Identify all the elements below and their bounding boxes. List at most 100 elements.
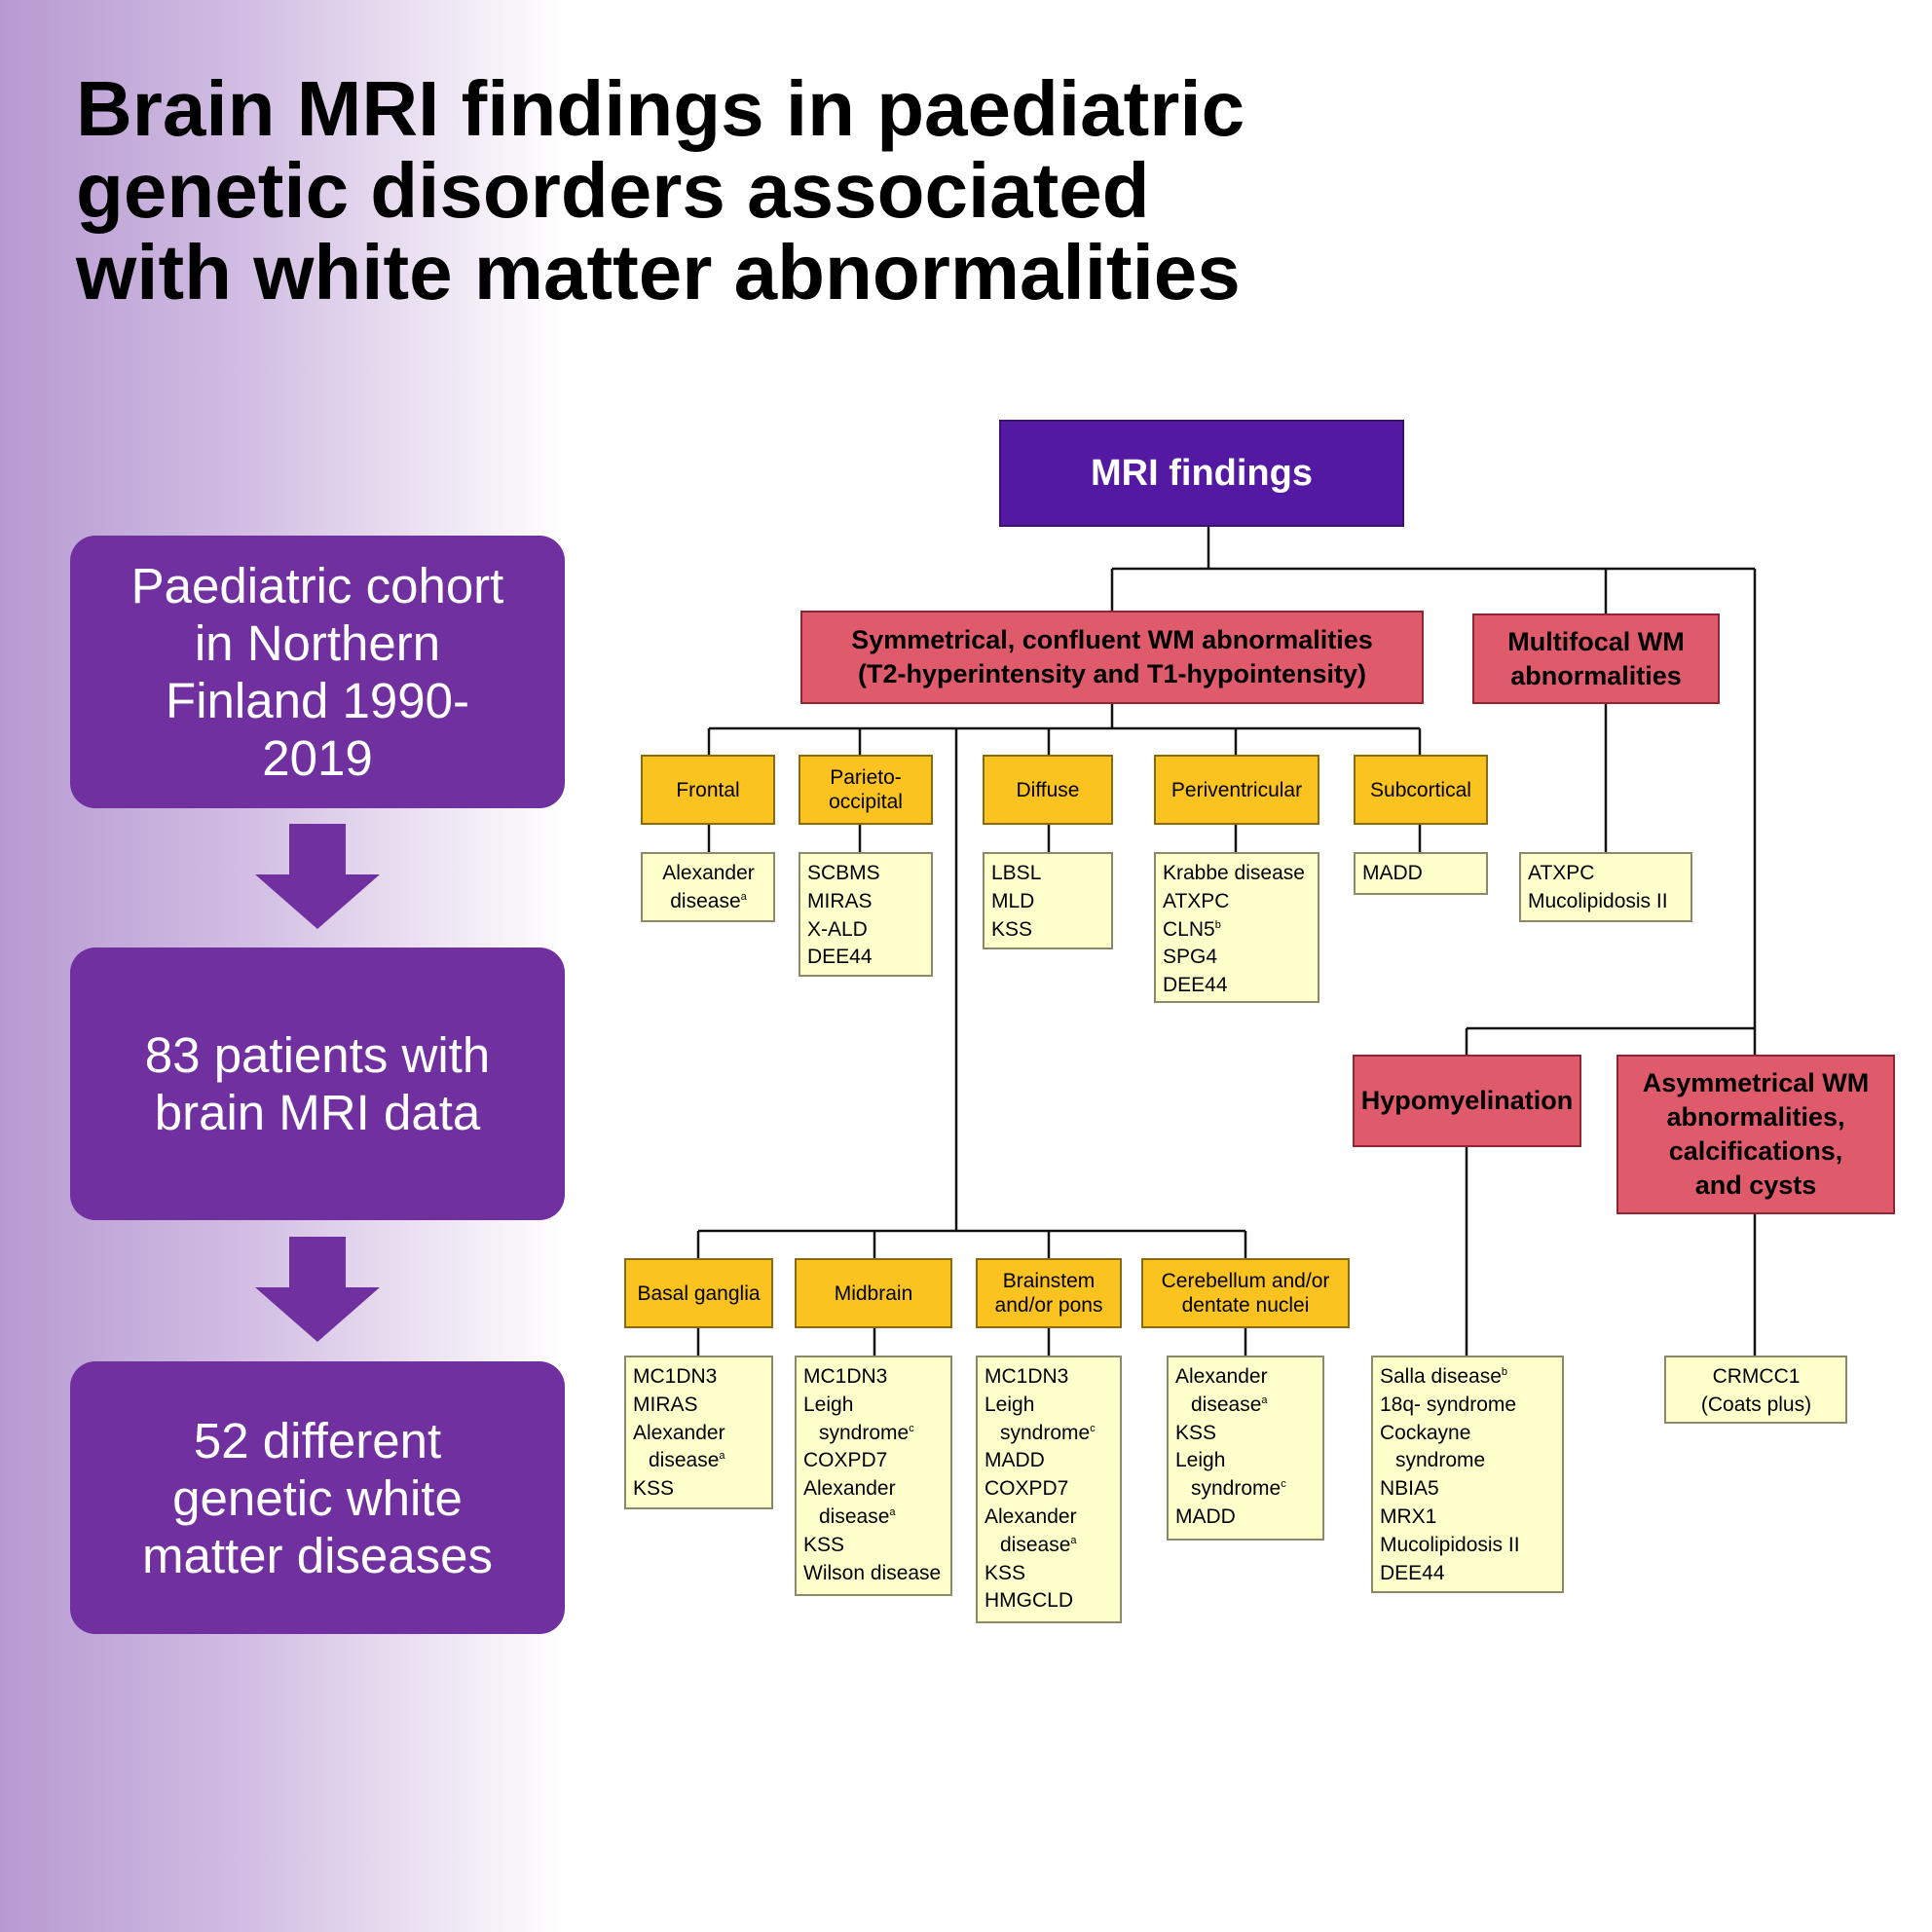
disease-name: HMGCLD <box>985 1589 1074 1613</box>
disease-item: ATXPC <box>1528 860 1685 888</box>
disease-item: Mucolipidosis II <box>1528 888 1685 916</box>
cerebellum-node: Cerebellum and/or dentate nuclei <box>1141 1258 1350 1328</box>
cerebellum-line-2: dentate nuclei <box>1181 1294 1310 1317</box>
disease-name: disease <box>1000 1533 1071 1556</box>
disease-item: Alexander <box>1175 1363 1317 1392</box>
symmetrical-line-1: Symmetrical, confluent WM abnormalities <box>851 625 1373 654</box>
page-title: Brain MRI findings in paediatric genetic… <box>76 68 1439 314</box>
footnote-marker: b <box>1214 918 1221 931</box>
disease-item: MC1DN3 <box>633 1363 765 1392</box>
disease-name: COXPD7 <box>985 1477 1069 1501</box>
midbrain-label: Midbrain <box>834 1282 913 1305</box>
parieto-line-1: Parieto- <box>830 766 902 789</box>
disease-name: disease <box>1191 1393 1262 1416</box>
disease-name: disease <box>649 1449 720 1472</box>
disease-name: 18q- syndrome <box>1380 1393 1517 1416</box>
disease-name: disease <box>670 889 741 912</box>
frontal-node: Frontal <box>641 755 775 825</box>
disease-item: Alexander <box>985 1504 1114 1532</box>
disease-item: DEE44 <box>1380 1560 1556 1588</box>
disease-item: diseasea <box>650 888 767 916</box>
mri-findings-root: MRI findings <box>999 420 1404 527</box>
disease-name: CRMCC1 <box>1712 1365 1801 1388</box>
disease-item: KSS <box>633 1475 765 1504</box>
diffuse-node: Diffuse <box>983 755 1113 825</box>
footnote-marker: a <box>719 1450 725 1463</box>
disease-item: (Coats plus) <box>1673 1392 1839 1420</box>
disease-name: Leigh <box>985 1393 1035 1416</box>
disease-name: Alexander <box>803 1477 896 1501</box>
disease-name: Alexander <box>633 1421 725 1444</box>
disease-name: Cockayne <box>1380 1421 1471 1444</box>
disease-name: MRX1 <box>1380 1505 1437 1528</box>
cohort-line-4: 2019 <box>262 730 373 786</box>
brainstem-line-2: and/or pons <box>994 1294 1103 1317</box>
cohort-line-2: in Northern <box>194 615 441 671</box>
patients-line-1: 83 patients with <box>144 1027 491 1083</box>
disease-name: Alexander <box>1175 1365 1268 1388</box>
diseases-line-2: genetic white <box>172 1469 463 1526</box>
midbrain-node: Midbrain <box>795 1258 952 1328</box>
symmetrical-line-2: (T2-hyperintensity and T1-hypointensity) <box>857 659 1367 688</box>
disease-item: Cockayne <box>1380 1420 1556 1448</box>
disease-name: MIRAS <box>807 889 873 912</box>
disease-item: DEE44 <box>807 944 925 972</box>
disease-name: NBIA5 <box>1380 1477 1439 1501</box>
disease-name: MIRAS <box>633 1393 698 1416</box>
disease-name: Alexander <box>662 862 755 884</box>
basal-label: Basal ganglia <box>637 1282 761 1305</box>
hypomyelination-node: Hypomyelination <box>1353 1055 1581 1147</box>
multifocal-wm-node: Multifocal WM abnormalities <box>1472 613 1720 704</box>
disease-name: Alexander <box>985 1505 1077 1528</box>
brainstem-node: Brainstem and/or pons <box>976 1258 1122 1328</box>
footnote-marker: c <box>1281 1478 1286 1491</box>
disease-name: Leigh <box>1175 1449 1226 1472</box>
title-line-2: genetic disorders associated <box>76 147 1150 234</box>
disease-name: LBSL <box>991 862 1042 884</box>
disease-item: Alexander <box>803 1475 945 1504</box>
parieto-line-2: occipital <box>829 791 903 813</box>
disease-name: COXPD7 <box>803 1449 888 1472</box>
disease-name: syndrome <box>819 1421 910 1444</box>
asymmetrical-line-2: abnormalities, <box>1666 1102 1845 1132</box>
diseases-line-3: matter diseases <box>142 1527 493 1583</box>
disease-item: CLN5b <box>1163 916 1312 945</box>
footnote-marker: c <box>1090 1422 1096 1434</box>
hypomyelination-label: Hypomyelination <box>1360 1086 1574 1115</box>
disease-item: KSS <box>991 916 1105 945</box>
footnote-marker: b <box>1501 1366 1508 1378</box>
patients-line-2: brain MRI data <box>154 1085 481 1140</box>
asymmetrical-line-3: calcifications, <box>1668 1136 1843 1166</box>
disease-name: ATXPC <box>1528 862 1595 884</box>
disease-item: MC1DN3 <box>985 1363 1114 1392</box>
title-line-1: Brain MRI findings in paediatric <box>76 65 1245 152</box>
disease-item: Salla diseaseb <box>1380 1363 1556 1392</box>
down-arrow-icon <box>255 1237 380 1342</box>
subcortical-node: Subcortical <box>1354 755 1488 825</box>
disease-item: syndromec <box>985 1420 1114 1448</box>
disease-name: KSS <box>991 917 1033 941</box>
asymmetrical-wm-node: Asymmetrical WM abnormalities, calcifica… <box>1616 1055 1895 1214</box>
basal-ganglia-node: Basal ganglia <box>624 1258 773 1328</box>
periventricular-node: Periventricular <box>1154 755 1319 825</box>
disease-item: SCBMS <box>807 860 925 888</box>
disease-item: KSS <box>1175 1420 1317 1448</box>
asymmetrical-line-4: and cysts <box>1694 1170 1817 1200</box>
disease-item: COXPD7 <box>985 1475 1114 1504</box>
asymmetrical-line-1: Asymmetrical WM <box>1642 1068 1870 1097</box>
disease-name: KSS <box>633 1477 675 1501</box>
disease-item: MADD <box>1362 860 1480 888</box>
diseases-line-1: 52 different <box>193 1412 442 1468</box>
disease-name: DEE44 <box>807 946 873 969</box>
parieto-occipital-node: Parieto- occipital <box>799 755 933 825</box>
disease-item: Krabbe disease <box>1163 860 1312 888</box>
title-line-3: with white matter abnormalities <box>76 229 1241 316</box>
disease-item: Alexander <box>633 1420 765 1448</box>
disease-name: disease <box>819 1505 890 1528</box>
disease-name: MADD <box>1175 1505 1236 1528</box>
